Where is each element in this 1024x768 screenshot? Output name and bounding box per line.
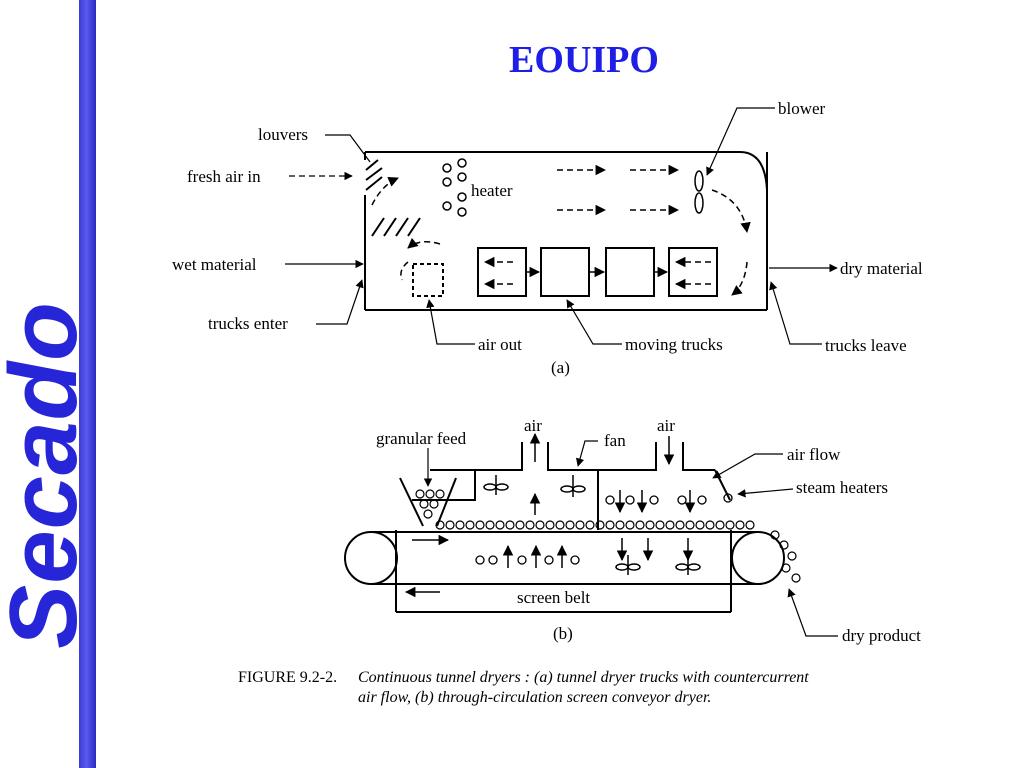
- heater-tubes: [442, 158, 467, 217]
- conveyor-belt: [344, 531, 785, 585]
- steam-heaters-label: steam heaters: [796, 478, 888, 497]
- louvers-slats: [365, 159, 383, 191]
- fan-label: fan: [604, 431, 626, 450]
- air-outlet-label: air: [657, 416, 675, 435]
- trucks-leave-label: trucks leave: [825, 336, 907, 355]
- part-b-diagram: [344, 432, 838, 637]
- figure-caption: FIGURE 9.2-2. Continuous tunnel dryers :…: [238, 669, 809, 706]
- air-movement-arrows: [502, 432, 696, 568]
- part-b-leader-lines: [423, 440, 838, 637]
- heater-label: heater: [471, 181, 513, 200]
- truck-1: [477, 247, 527, 297]
- truck-4: [668, 247, 718, 297]
- trucks-enter-label: trucks enter: [208, 314, 288, 333]
- wet-material-label: wet material: [172, 255, 257, 274]
- right-roller: [731, 531, 785, 585]
- part-b-labels: granular feed air air fan air flow steam…: [376, 416, 921, 645]
- dry-product-label: dry product: [842, 626, 921, 645]
- part-a-labels: louvers fresh air in heater blower wet m…: [172, 99, 923, 377]
- blower-label: blower: [778, 99, 826, 118]
- truck-2: [540, 247, 590, 297]
- slide-title: EOUIPO: [509, 39, 659, 81]
- trucks: [412, 247, 718, 297]
- granular-material: [415, 489, 801, 583]
- part-a-label: (a): [551, 358, 570, 377]
- part-b-label: (b): [553, 624, 573, 643]
- granular-feed-label: granular feed: [376, 429, 467, 448]
- steam-heater-tubes: [475, 493, 733, 565]
- moving-trucks-label: moving trucks: [625, 335, 723, 354]
- truck-entering: [412, 263, 444, 297]
- air-out-label: air out: [478, 335, 522, 354]
- caption-line-1: Continuous tunnel dryers : (a) tunnel dr…: [358, 669, 809, 686]
- louvers-label: louvers: [258, 125, 308, 144]
- blower-fan: [694, 170, 704, 214]
- tunnel-outline: [364, 151, 768, 311]
- screen-belt-label: screen belt: [517, 588, 590, 607]
- left-accent-stripe: [79, 0, 96, 768]
- dry-material-label: dry material: [840, 259, 923, 278]
- air-flow-label: air flow: [787, 445, 841, 464]
- part-a-diagram: [285, 107, 838, 345]
- air-inlet-label: air: [524, 416, 542, 435]
- left-roller: [344, 531, 398, 585]
- air-flow-arrows: [371, 164, 751, 296]
- caption-line-2: air flow, (b) through-circulation screen…: [358, 689, 711, 706]
- leader-lines: [285, 107, 838, 345]
- belt-direction-arrows: [404, 534, 450, 598]
- baffle-slats: [371, 217, 421, 237]
- fans: [483, 475, 701, 575]
- feed-hopper: [399, 477, 457, 527]
- dryer-housing: [395, 442, 732, 613]
- caption-prefix: FIGURE 9.2-2.: [238, 669, 337, 686]
- fresh-air-in-label: fresh air in: [187, 167, 261, 186]
- truck-3: [605, 247, 655, 297]
